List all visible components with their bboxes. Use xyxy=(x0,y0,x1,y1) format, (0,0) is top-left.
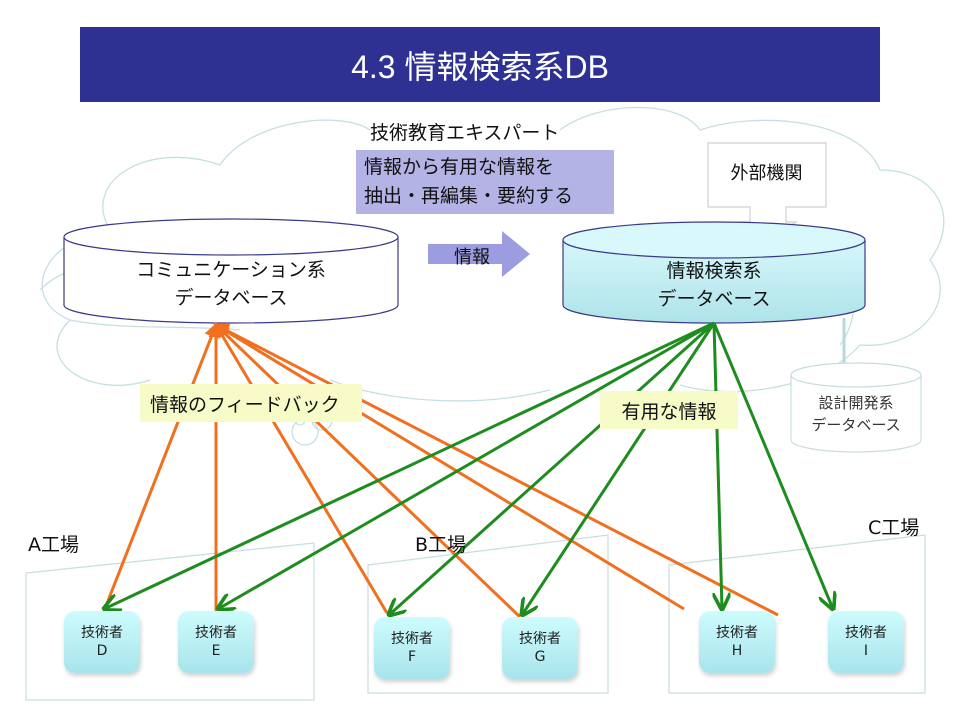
engineer-role: 技術者 xyxy=(81,625,123,641)
design-db-cylinder xyxy=(790,362,922,453)
factory-c-label: C工場 xyxy=(868,517,920,539)
factory-a-box xyxy=(25,542,315,701)
expert-title: 技術教育エキスパート xyxy=(370,122,560,144)
useful-info-arrow-e xyxy=(218,321,715,609)
useful-info-arrows xyxy=(104,321,833,615)
engineer-id: I xyxy=(863,643,869,659)
design-db-label: 設計開発系 データベース xyxy=(790,392,922,436)
communication-db-cylinder xyxy=(63,218,399,324)
feedback-arrows xyxy=(102,322,779,619)
useful-info-arrow-f xyxy=(389,321,716,615)
feedback-arrow-d xyxy=(102,322,219,612)
db-label-line: データベース xyxy=(811,416,901,434)
engineer-id: H xyxy=(731,643,743,659)
engineer-id: F xyxy=(407,649,417,665)
db-label-line: データベース xyxy=(174,287,288,309)
engineer-role: 技術者 xyxy=(519,631,561,647)
feedback-label: 情報のフィードバック xyxy=(140,384,362,422)
retrieval-db-label: 情報検索系 データベース xyxy=(563,257,865,313)
engineer-role: 技術者 xyxy=(716,625,758,641)
db-label-line: 情報検索系 xyxy=(666,260,762,282)
engineer-id: D xyxy=(96,643,108,659)
db-label-line: コミュニケーション系 xyxy=(136,259,326,281)
db-label-line: データベース xyxy=(657,288,771,310)
db-label-line: 設計開発系 xyxy=(818,394,894,412)
engineer-h[interactable]: 技術者 H xyxy=(699,611,775,673)
engineer-id: E xyxy=(211,643,221,659)
engineer-role: 技術者 xyxy=(195,625,237,641)
factory-b-box xyxy=(367,534,609,694)
factory-a-label: A工場 xyxy=(28,534,79,556)
engineer-role: 技術者 xyxy=(391,631,433,647)
engineer-i[interactable]: 技術者 I xyxy=(828,611,904,673)
engineer-d[interactable]: 技術者 D xyxy=(64,611,140,673)
useful-info-arrow-g xyxy=(522,322,716,615)
engineer-f[interactable]: 技術者 F xyxy=(374,617,450,679)
engineer-id: G xyxy=(534,649,546,665)
factory-b-label: B工場 xyxy=(415,534,467,556)
info-flow-arrow xyxy=(428,231,530,277)
engineer-g[interactable]: 技術者 G xyxy=(502,617,578,679)
slide-title: 4.3 情報検索系DB xyxy=(80,27,880,102)
extract-task-line: 抽出・再編集・要約する xyxy=(364,185,574,207)
useful-info-arrow-d xyxy=(104,321,715,609)
feedback-arrow-f xyxy=(214,322,389,614)
info-arrow-label: 情報 xyxy=(454,247,490,268)
useful-info-arrow-i xyxy=(712,322,833,609)
extract-task-box: 情報から有用な情報を 抽出・再編集・要約する xyxy=(356,150,614,214)
feedback-arrow-h xyxy=(213,323,779,617)
extract-task-line: 情報から有用な情報を xyxy=(364,156,555,178)
communication-db-label: コミュニケーション系 データベース xyxy=(64,256,398,312)
retrieval-db-cylinder xyxy=(562,221,866,324)
useful-info-label: 有用な情報 xyxy=(600,391,738,429)
feedback-arrow-g xyxy=(213,322,522,619)
external-org-label: 外部機関 xyxy=(730,163,803,184)
engineer-e[interactable]: 技術者 E xyxy=(178,611,254,673)
factory-c-box xyxy=(668,534,926,694)
useful-info-arrow-h xyxy=(712,322,722,609)
engineer-role: 技術者 xyxy=(845,625,887,641)
feedback-arrow-h-side xyxy=(213,323,685,611)
